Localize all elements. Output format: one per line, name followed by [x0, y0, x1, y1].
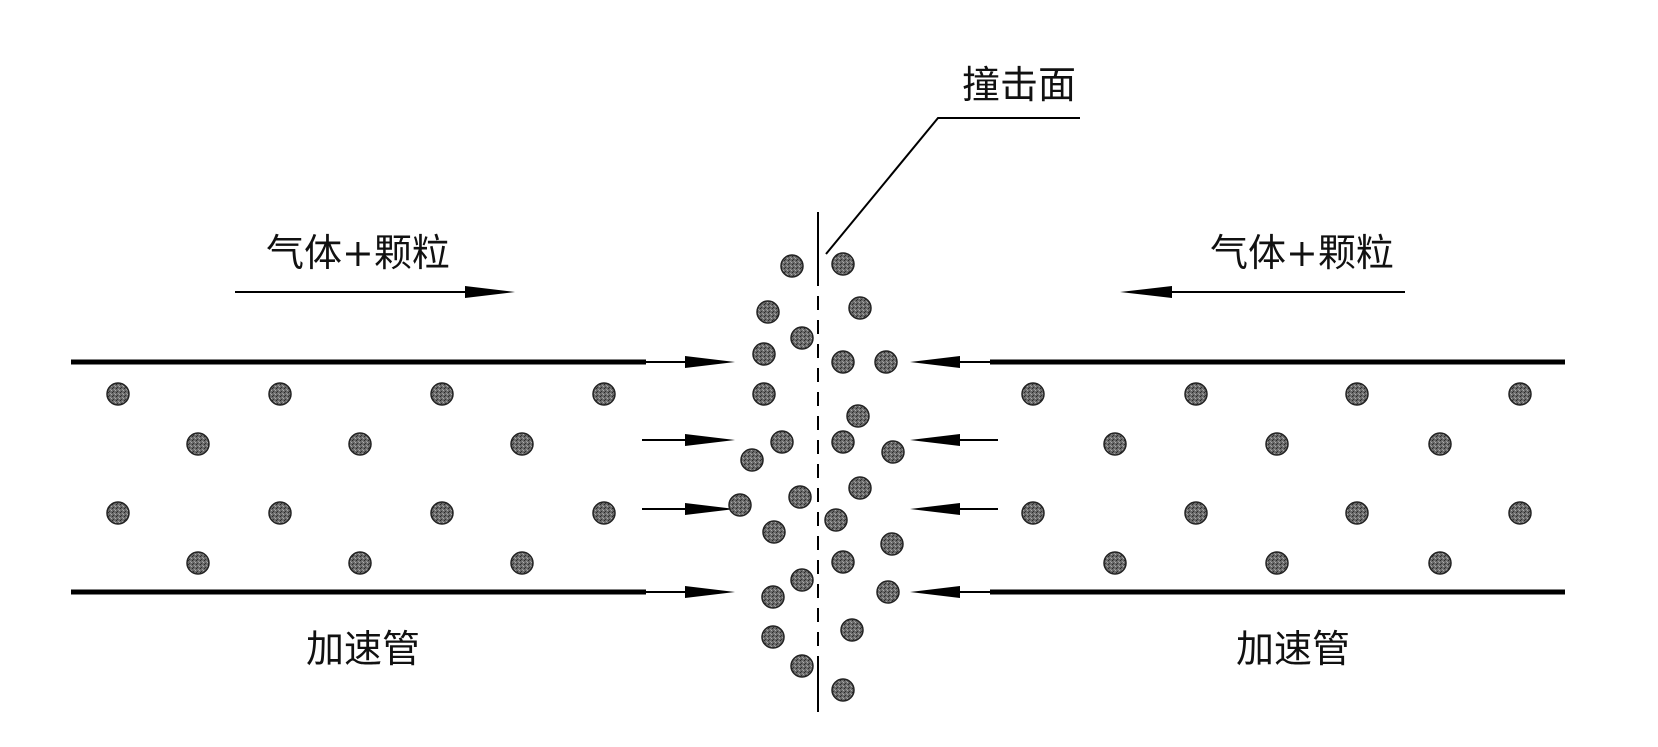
particle: [848, 476, 872, 500]
right-flow-arrow: [1120, 286, 1405, 298]
left-tube-particles: [106, 382, 616, 575]
particle: [846, 404, 870, 428]
particle: [592, 501, 616, 525]
particle: [876, 580, 900, 604]
impact-surface-label: 撞击面: [962, 63, 1077, 107]
particle: [1508, 382, 1532, 406]
right-tube-particles: [1021, 382, 1532, 575]
particle: [880, 532, 904, 556]
particle: [1508, 501, 1532, 525]
particle: [1184, 501, 1208, 525]
left-impact-arrows: [642, 356, 735, 598]
particle: [824, 508, 848, 532]
right-flow-label: 气体+颗粒: [1210, 231, 1394, 275]
left-impact-arrow: [646, 586, 735, 598]
right-impact-arrow: [910, 356, 990, 368]
left-impact-arrow: [642, 503, 735, 515]
particle: [268, 382, 292, 406]
left-flow-arrow: [235, 286, 515, 298]
particle: [831, 678, 855, 702]
particle: [1428, 551, 1452, 575]
particle: [831, 350, 855, 374]
particle: [106, 501, 130, 525]
particle: [1184, 382, 1208, 406]
particle: [430, 501, 454, 525]
particle: [831, 550, 855, 574]
impact-surface: [817, 117, 1080, 712]
particle: [1103, 432, 1127, 456]
particle: [761, 625, 785, 649]
particle: [510, 432, 534, 456]
particle: [1265, 551, 1289, 575]
particle: [186, 432, 210, 456]
particle: [788, 485, 812, 509]
right-impact-arrow: [910, 503, 998, 515]
particle: [1265, 432, 1289, 456]
particle: [186, 551, 210, 575]
particle: [762, 520, 786, 544]
particle: [268, 501, 292, 525]
right-tube: [990, 359, 1565, 595]
particle: [848, 296, 872, 320]
particle: [728, 493, 752, 517]
particle: [790, 568, 814, 592]
particle: [770, 430, 794, 454]
particle: [348, 432, 372, 456]
particle: [790, 326, 814, 350]
left-flow-label: 气体+颗粒: [266, 231, 450, 275]
particle: [1345, 501, 1369, 525]
left-tube: [71, 359, 646, 595]
particle: [430, 382, 454, 406]
particle: [740, 448, 764, 472]
particle: [1021, 501, 1045, 525]
particle: [752, 342, 776, 366]
particle: [761, 585, 785, 609]
particle: [780, 254, 804, 278]
impact-zone-particles: [728, 252, 905, 702]
particle: [1021, 382, 1045, 406]
particle: [840, 618, 864, 642]
particle: [752, 382, 776, 406]
particle: [756, 300, 780, 324]
left-impact-arrow: [646, 356, 735, 368]
particle: [831, 430, 855, 454]
particle: [348, 551, 372, 575]
impact-surface-leader-line: [825, 117, 1080, 255]
right-impact-arrows: [910, 356, 998, 598]
particle: [831, 252, 855, 276]
particle: [881, 440, 905, 464]
right-impact-arrow: [910, 434, 998, 446]
particle: [1103, 551, 1127, 575]
right-impact-arrow: [910, 586, 990, 598]
particle: [1345, 382, 1369, 406]
particle: [106, 382, 130, 406]
particle: [874, 350, 898, 374]
left-tube-label: 加速管: [306, 627, 421, 671]
right-tube-label: 加速管: [1236, 627, 1351, 671]
particle: [510, 551, 534, 575]
particle: [592, 382, 616, 406]
left-impact-arrow: [642, 434, 735, 446]
particle: [1428, 432, 1452, 456]
particle: [790, 654, 814, 678]
